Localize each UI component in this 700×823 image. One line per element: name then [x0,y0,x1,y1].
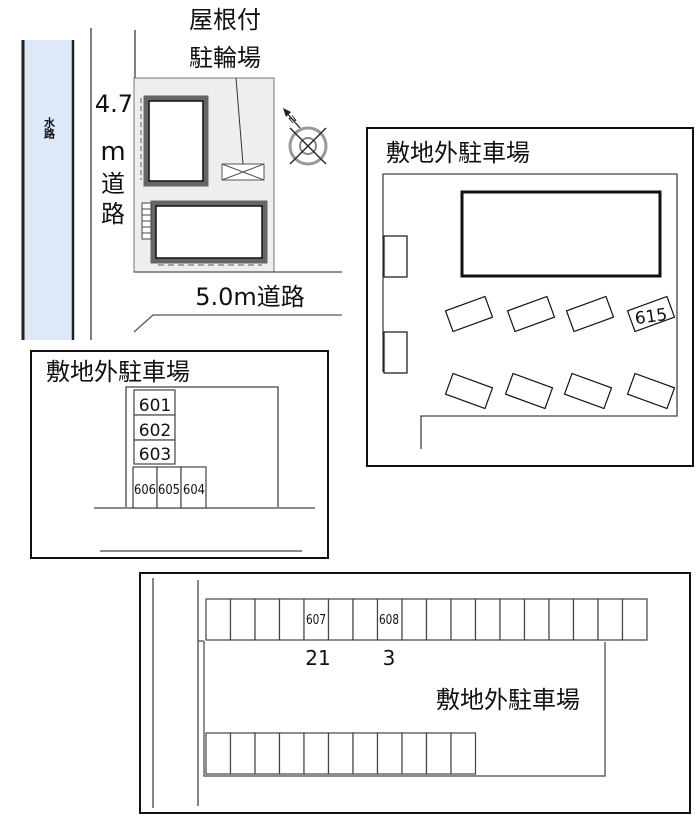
parking-space [229,598,256,641]
parking-space [327,732,354,775]
stairs [141,202,152,240]
lot-right-space [383,331,408,374]
lot-bottom-title: 敷地外駐車場 [436,686,580,714]
parking-space [254,732,281,775]
parking-space [425,598,452,641]
north-arrow-icon: N [283,108,328,166]
lot-left-space [156,466,182,509]
bicycle-parking-leader [235,77,244,165]
parking-space [303,732,330,775]
bicycle-parking-label-2: 駐輪場 [189,44,261,72]
lot-bottom-bottom-row [205,732,477,775]
bicycle-parking-label-1: 屋根付 [189,6,261,34]
lot-left-space [133,439,176,465]
parking-space [425,732,452,775]
lot-right-space [444,372,494,410]
parking-space [548,598,575,641]
lot-right-space [504,372,554,410]
lot-left-space [133,389,176,416]
road-west-label-1: 4.7 [95,90,133,118]
parking-space [621,598,648,641]
parking-space [352,598,379,641]
space-604: 604 [183,483,205,498]
parking-space [254,598,281,641]
parking-space [327,598,354,641]
lot-right-building [460,190,662,278]
water-channel [23,40,73,340]
lot-right-space-label: 615 [634,305,669,329]
lot-left-space [180,466,207,509]
lot-right-space [444,295,494,333]
parking-space [229,732,256,775]
parking-space [278,732,305,775]
lot-bottom-top-row [205,598,648,641]
parking-space [205,732,232,775]
lot-right-space [506,295,556,333]
parking-space [278,598,305,641]
parking-space [572,598,599,641]
building-north [143,95,209,187]
road-south-label: 5.0m道路 [195,283,305,311]
building-south [150,200,268,264]
parking-space [205,598,232,641]
road-south-line [133,314,342,333]
lot-right-title: 敷地外駐車場 [386,139,530,167]
parking-space [376,732,403,775]
lot-right-space [563,372,613,410]
water-channel-label: 水路 [43,116,56,140]
road-west-label-4: 路 [101,200,125,228]
lot-right-space [626,372,676,410]
parking-space [474,598,501,641]
parking-space [450,598,477,641]
parking-space [376,598,403,641]
parking-space [401,732,428,775]
lot-right-frame [366,127,694,467]
parking-space [499,598,526,641]
lot-right-space-615 [626,295,676,333]
parking-space [597,598,624,641]
space-607: 607 [306,613,326,628]
lot-right-space [565,295,615,333]
space-603: 603 [139,445,171,465]
lot-right-space [383,235,408,278]
parking-space [401,598,428,641]
space-602: 602 [139,421,171,441]
space-606: 606 [134,483,156,498]
space-608: 608 [379,613,399,628]
lot-left-title: 敷地外駐車場 [46,358,190,386]
space-number-3: 3 [383,646,396,670]
parking-space [450,732,477,775]
road-west-label-2: m [100,137,125,167]
lot-left-space [133,414,176,441]
parking-space [523,598,550,641]
road-west-label-3: 道 [101,170,125,198]
svg-text:N: N [288,114,300,126]
parking-space [352,732,379,775]
space-605: 605 [158,483,180,498]
space-number-21: 21 [305,646,330,670]
space-601: 601 [139,396,171,416]
parking-space [303,598,330,641]
